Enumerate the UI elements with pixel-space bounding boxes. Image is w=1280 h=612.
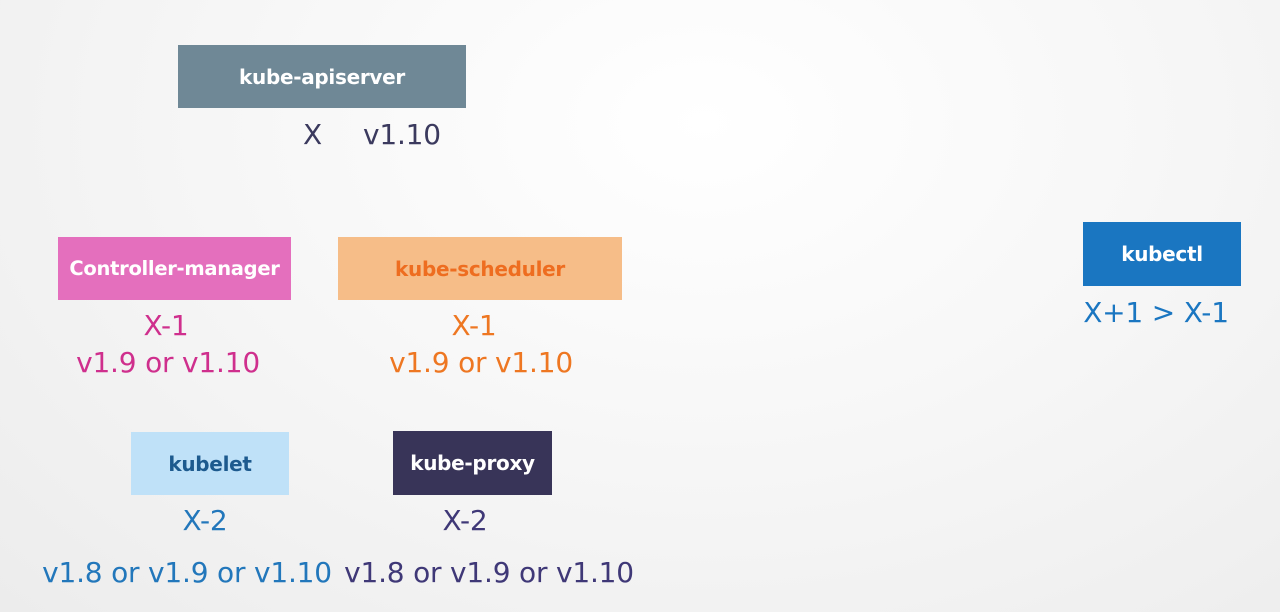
kube-apiserver-label: kube-apiserver <box>239 64 405 89</box>
kube-scheduler-box: kube-scheduler <box>338 237 622 300</box>
kubelet-skew: X-2 <box>182 504 228 537</box>
kube-apiserver-skew: X <box>303 118 322 151</box>
kubectl-label: kubectl <box>1121 242 1203 266</box>
controller-manager-skew: X-1 <box>143 309 189 342</box>
kube-apiserver-box: kube-apiserver <box>178 45 466 108</box>
kube-proxy-skew: X-2 <box>442 504 488 537</box>
kubelet-label: kubelet <box>168 451 252 476</box>
kubectl-skew: X+1 > X-1 <box>1083 296 1229 329</box>
kubelet-versions: v1.8 or v1.9 or v1.10 <box>42 556 332 589</box>
kube-proxy-versions: v1.8 or v1.9 or v1.10 <box>344 556 634 589</box>
kube-scheduler-skew: X-1 <box>451 309 497 342</box>
kube-proxy-box: kube-proxy <box>393 431 552 495</box>
kube-scheduler-versions: v1.9 or v1.10 <box>389 346 573 379</box>
controller-manager-versions: v1.9 or v1.10 <box>76 346 260 379</box>
kubectl-box: kubectl <box>1083 222 1241 286</box>
kubelet-box: kubelet <box>131 432 289 495</box>
kube-proxy-label: kube-proxy <box>410 451 535 475</box>
controller-manager-box: Controller-manager <box>58 237 291 300</box>
controller-manager-label: Controller-manager <box>69 257 280 280</box>
kube-apiserver-version: v1.10 <box>363 118 441 151</box>
kube-scheduler-label: kube-scheduler <box>395 256 565 281</box>
